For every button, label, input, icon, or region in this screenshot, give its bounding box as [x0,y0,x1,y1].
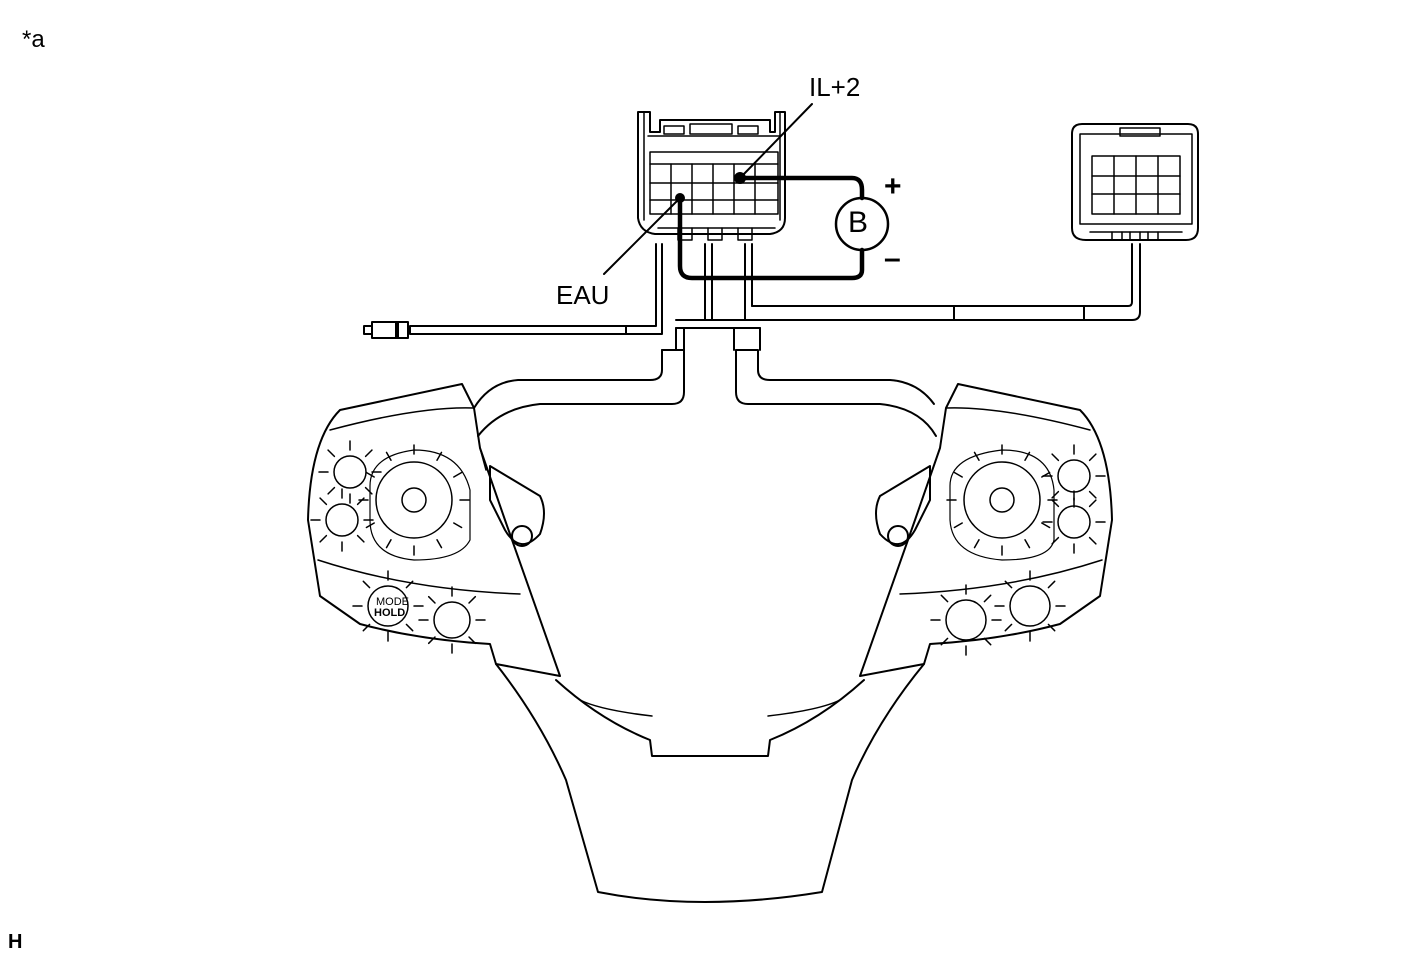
light-tick [320,498,326,504]
light-tick [975,452,980,460]
light-tick [1052,492,1058,498]
light-tick [437,540,442,548]
light-tick [366,523,374,528]
light-tick [1090,454,1096,460]
light-tick [469,597,475,603]
light-tick [1090,538,1096,544]
light-tick [320,536,326,542]
main-connector [638,112,785,240]
light-tick [358,498,364,504]
hold-switch-label: HOLD [374,607,406,619]
light-tick [1052,538,1058,544]
light-tick [1025,540,1030,548]
light-tick [358,536,364,542]
light-tick [1048,624,1054,630]
light-tick [454,523,462,528]
light-tick [1048,581,1054,587]
light-tick [328,450,334,456]
terminal-eau-label: EAU [556,280,610,310]
light-tick [954,473,962,478]
light-tick [387,540,392,548]
light-tick [387,452,392,460]
light-tick [954,523,962,528]
meter-minus-label: – [884,242,901,275]
figure-label: *a [22,26,45,53]
secondary-connector [1072,124,1198,240]
light-tick [941,595,947,601]
light-tick [941,638,947,644]
light-tick [429,597,435,603]
il2-leader-line [742,104,812,176]
light-tick [1052,500,1058,506]
light-tick [984,638,990,644]
eau-leader-line [604,200,678,274]
light-tick [363,581,369,587]
light-tick [975,540,980,548]
light-tick [1090,500,1096,506]
light-tick [328,488,334,494]
meter-plus-label: + [884,170,902,203]
harness-wires [364,244,1140,350]
light-tick [454,473,462,478]
figure-code: H [8,931,23,953]
switch-light-ticks [311,441,1105,655]
test-leads [680,178,862,278]
light-tick [1025,452,1030,460]
light-tick [406,581,412,587]
light-tick [1005,581,1011,587]
light-tick [1090,492,1096,498]
light-tick [366,488,372,494]
steering-wheel-pad-icon [308,350,1112,902]
mode-switch-label: MODE [376,596,409,608]
terminal-il2-label: IL+2 [809,72,861,102]
light-tick [1052,454,1058,460]
light-tick [429,637,435,643]
light-tick [363,624,369,630]
light-tick [366,473,374,478]
light-tick [1042,523,1050,528]
light-tick [1005,624,1011,630]
light-tick [437,452,442,460]
light-tick [469,637,475,643]
light-tick [406,624,412,630]
meter-symbol: B [848,206,869,239]
light-tick [366,450,372,456]
light-tick [984,595,990,601]
